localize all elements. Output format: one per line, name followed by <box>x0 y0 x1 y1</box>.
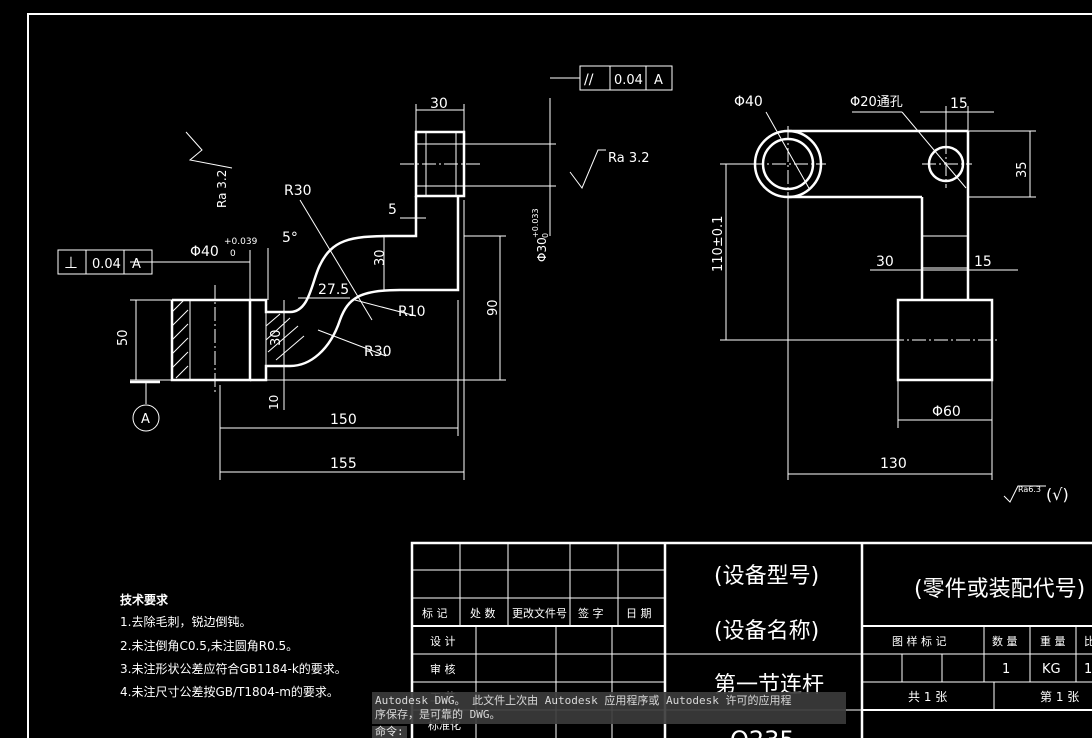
dim-phi30: Φ30 <box>535 237 549 262</box>
rev-header-mark: 标 记 <box>422 606 448 620</box>
part-code: (零件或装配代号) <box>914 577 1085 602</box>
rev-header-doc: 更改文件号 <box>512 606 567 620</box>
dim-phi40-tol-low: 0 <box>230 249 236 259</box>
dim-phi30-tol-low: 0 <box>541 233 550 238</box>
total-sheets: 共 1 张 <box>908 690 947 704</box>
tech-req-item-3: 3.未注形状公差应符合GB1184-k的要求。 <box>120 661 347 676</box>
parallel-symbol: // <box>584 72 594 88</box>
perp-tol: 0.04 <box>92 257 121 272</box>
dim-110: 110±0.1 <box>711 216 726 272</box>
dim-r10: R10 <box>398 304 426 320</box>
roughness-top: Ra 3.2 <box>608 151 650 166</box>
perpendicularity-frame <box>57 249 153 275</box>
roughness-general: Ra6.3 <box>1018 485 1041 494</box>
material: Q235 <box>730 726 795 738</box>
equip-model: (设备型号) <box>714 564 819 589</box>
equip-name: (设备名称) <box>714 619 819 644</box>
qty-value: 1 <box>1002 662 1010 677</box>
tooltip-line-2: 序保存，是可靠的 DWG。 <box>375 708 501 721</box>
role-review: 审 核 <box>430 662 456 676</box>
dim-phi30-tol: +0.033 <box>531 208 540 238</box>
dim-10: 10 <box>267 395 281 410</box>
rev-header-date: 日 期 <box>626 607 652 620</box>
col-header-weight: 重 量 <box>1040 634 1066 648</box>
tech-req-item-1: 1.去除毛刺，锐边倒钝。 <box>120 614 251 629</box>
dim-155: 155 <box>330 456 357 472</box>
dim-r30-upper: R30 <box>284 183 312 199</box>
parallel-tol: 0.04 <box>614 73 643 88</box>
dim-5: 5 <box>388 202 397 218</box>
col-header-mark: 图 样 标 记 <box>892 634 947 648</box>
parallelism-frame <box>579 65 673 91</box>
left-view-labels: 30 5 R30 5° Φ40 +0.039 0 27.5 R10 R30 15… <box>64 72 663 472</box>
rev-header-sign: 签 字 <box>578 606 604 620</box>
dim-27-5: 27.5 <box>318 282 349 298</box>
roughness-check: (√) <box>1046 485 1069 504</box>
file-info-tooltip: Autodesk DWG。 此文件上次由 Autodesk 应用程序或 Auto… <box>372 692 846 724</box>
left-view <box>130 77 606 480</box>
command-prompt[interactable]: 命令: <box>372 726 407 738</box>
dim-r30-lower: R30 <box>364 344 392 360</box>
parallel-datum: A <box>654 73 663 88</box>
tooltip-line-1: Autodesk DWG。 此文件上次由 Autodesk 应用程序或 Auto… <box>375 694 792 707</box>
col-header-scale: 比 <box>1084 635 1092 648</box>
perp-symbol: ⊥ <box>64 253 78 272</box>
dim-15-mid: 15 <box>974 254 992 270</box>
dim-5deg: 5° <box>282 230 298 246</box>
scale-value: 1 <box>1084 662 1092 677</box>
dim-50: 50 <box>116 329 131 346</box>
dim-35: 35 <box>1015 161 1030 178</box>
rev-header-count: 处 数 <box>470 607 496 620</box>
role-design: 设 计 <box>430 635 456 648</box>
drawing-border <box>27 13 1092 738</box>
dim-150: 150 <box>330 412 357 428</box>
dim-30-left: 30 <box>269 329 284 346</box>
tech-requirements: 技术要求 1.去除毛刺，锐边倒钝。 2.未注倒角C0.5,未注圆角R0.5。 3… <box>120 592 347 699</box>
perp-datum: A <box>132 257 141 272</box>
title-block <box>410 541 1092 738</box>
right-view-labels: Φ40 Φ20通孔 15 35 110±0.1 30 15 Φ60 130 Ra… <box>711 94 1069 504</box>
col-header-qty: 数 量 <box>992 635 1018 648</box>
dim-phi40-tol: +0.039 <box>224 237 258 247</box>
dim-30-mid: 30 <box>373 249 388 266</box>
dim-phi40: Φ40 <box>190 244 219 260</box>
dim-130: 130 <box>880 456 907 472</box>
tech-req-item-4: 4.未注尺寸公差按GB/T1804-m的要求。 <box>120 684 339 699</box>
dim-30-top: 30 <box>430 96 448 112</box>
tech-req-item-2: 2.未注倒角C0.5,未注圆角R0.5。 <box>120 638 298 653</box>
right-view <box>720 106 1046 503</box>
dim-90: 90 <box>486 299 501 316</box>
dim-phi40-right: Φ40 <box>734 94 763 110</box>
weight-unit: KG <box>1042 662 1061 677</box>
dim-30-right: 30 <box>876 254 894 270</box>
dim-phi60: Φ60 <box>932 404 961 420</box>
tech-req-title: 技术要求 <box>120 592 169 607</box>
dim-phi20: Φ20通孔 <box>850 95 903 110</box>
sheet-no: 第 1 张 <box>1040 690 1079 704</box>
datum-a-label: A <box>141 412 150 427</box>
dim-15-top: 15 <box>950 96 968 112</box>
roughness-left: Ra 3.2 <box>215 170 229 208</box>
